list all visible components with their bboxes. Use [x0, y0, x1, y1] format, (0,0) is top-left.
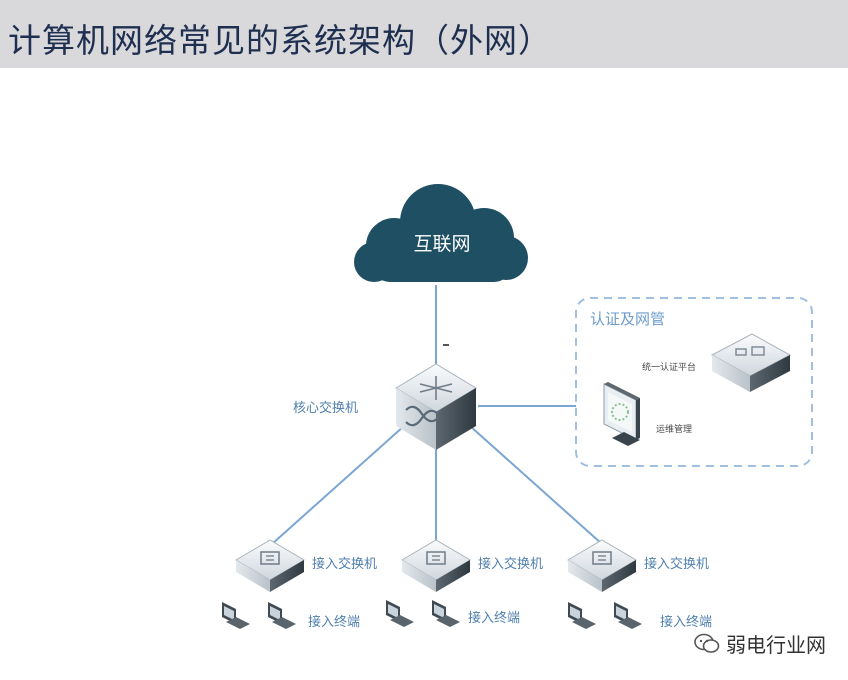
wechat-icon	[694, 633, 720, 653]
core-switch-label: 核心交换机	[293, 400, 358, 416]
access-switch-3-label: 接入交换机	[644, 556, 709, 572]
link-marker	[443, 344, 449, 346]
ops-management-label: 运维管理	[656, 423, 692, 435]
link-core-access-1	[271, 425, 405, 545]
access-terminal-2-label: 接入终端	[468, 610, 520, 626]
internet-cloud: 互联网	[354, 184, 528, 282]
watermark: 弱电行业网	[694, 629, 826, 658]
network-diagram: 互联网 核心交换机 认证及网管 统一认证平台	[222, 184, 813, 630]
computer-icon	[614, 602, 642, 629]
computer-icon	[222, 602, 250, 629]
auth-platform-icon	[710, 333, 792, 392]
title-bar	[0, 0, 848, 68]
terminal-group-2	[386, 600, 460, 627]
computer-icon	[568, 602, 596, 629]
ops-management-icon	[603, 382, 640, 446]
page-title: 计算机网络常见的系统架构（外网）	[8, 21, 552, 60]
auth-group-border	[575, 297, 813, 467]
access-terminal-1-label: 接入终端	[308, 614, 360, 630]
access-switch-1-label: 接入交换机	[312, 556, 377, 572]
access-switch-1-icon	[235, 539, 305, 592]
terminal-group-3	[568, 602, 642, 629]
access-switch-2-label: 接入交换机	[478, 556, 543, 572]
internet-label: 互联网	[413, 233, 470, 255]
computer-icon	[268, 602, 296, 629]
access-switch-2-icon	[401, 539, 471, 592]
auth-platform-label: 统一认证平台	[642, 361, 696, 373]
link-core-access-3	[469, 425, 603, 545]
access-switch-3-icon	[567, 539, 637, 592]
auth-group: 认证及网管 统一认证平台 运维管理	[575, 297, 813, 467]
access-terminal-3-label: 接入终端	[660, 614, 712, 630]
core-switch-icon	[395, 363, 477, 450]
computer-icon	[386, 600, 414, 627]
computer-icon	[432, 600, 460, 627]
watermark-text: 弱电行业网	[726, 633, 826, 657]
terminal-group-1	[222, 602, 296, 629]
links	[271, 285, 603, 545]
auth-group-label: 认证及网管	[590, 310, 665, 328]
